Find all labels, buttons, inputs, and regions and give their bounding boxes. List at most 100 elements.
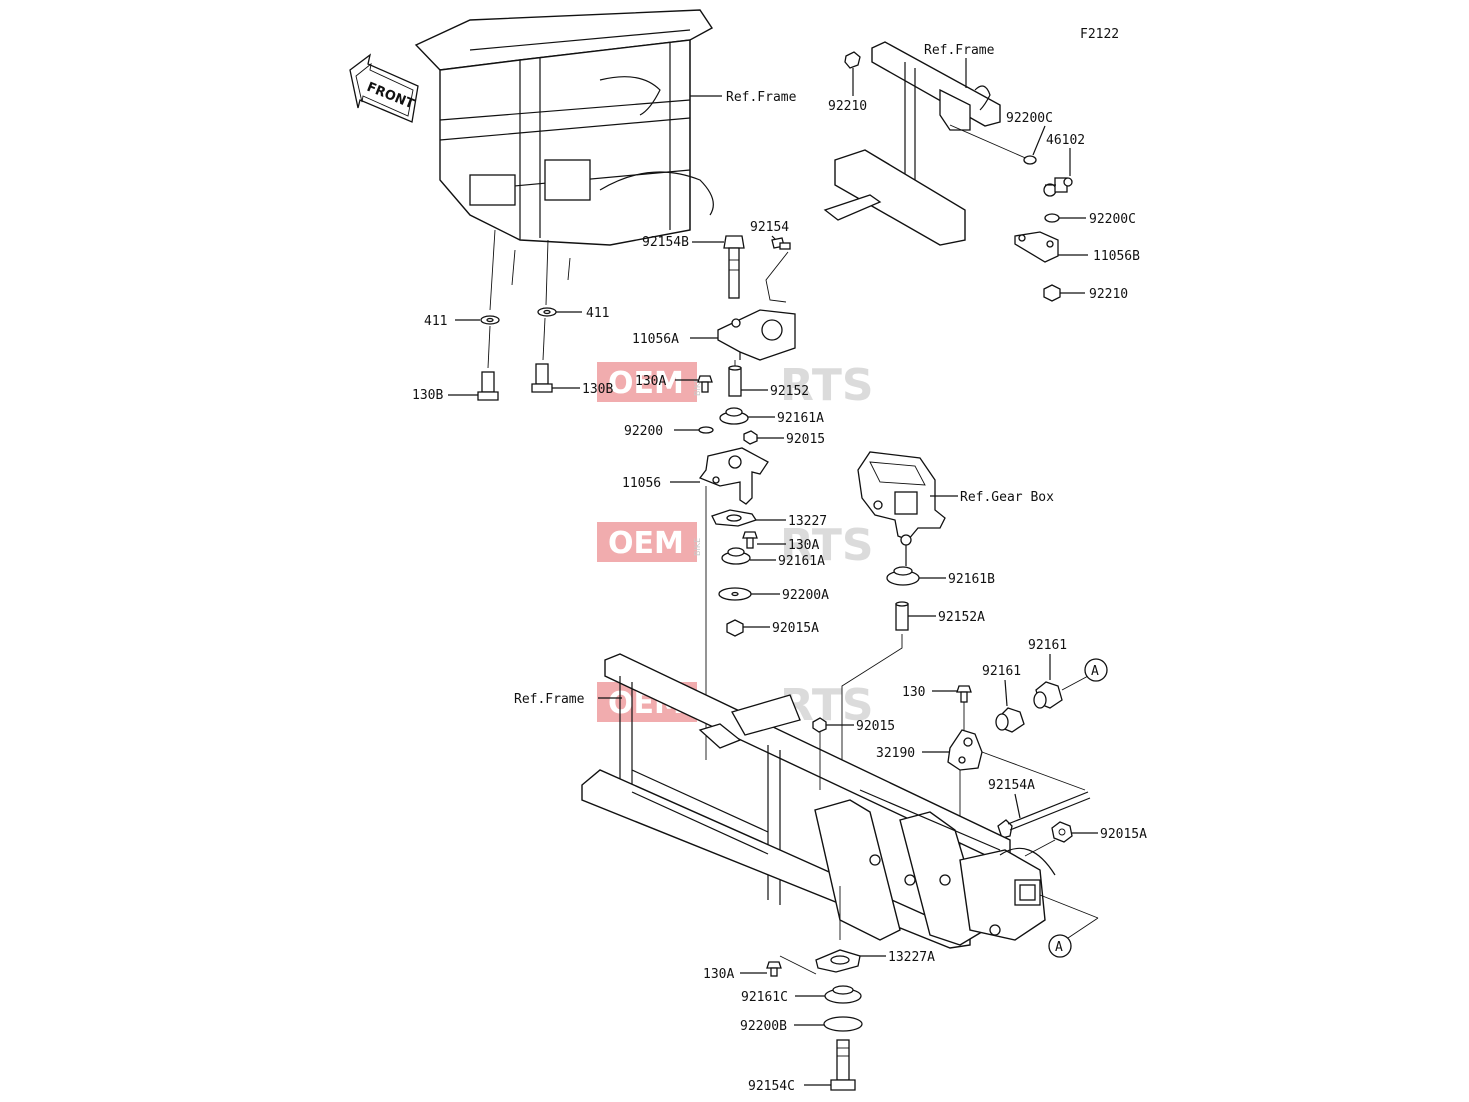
label-92154: 92154 bbox=[750, 220, 789, 235]
label-411-right: 411 bbox=[586, 306, 609, 321]
ref-frame-top-right: Ref.Frame bbox=[924, 43, 995, 58]
label-92161C: 92161C bbox=[741, 990, 788, 1005]
label-92161A-upper: 92161A bbox=[777, 411, 824, 426]
label-92200A: 92200A bbox=[782, 588, 829, 603]
bolt-130 bbox=[956, 685, 972, 703]
label-92015A-left: 92015A bbox=[772, 621, 819, 636]
label-92161-left: 92161 bbox=[982, 664, 1021, 679]
label-11056: 11056 bbox=[622, 476, 661, 491]
watermark-bike-text: BIKE bbox=[693, 378, 702, 396]
label-92161A-lower: 92161A bbox=[778, 554, 825, 569]
damper-92161-left bbox=[995, 707, 1025, 733]
label-92015A-right: 92015A bbox=[1100, 827, 1147, 842]
callout-a-lower-label: A bbox=[1055, 940, 1063, 955]
plate-13227A bbox=[815, 949, 861, 973]
washer-92200C-mid bbox=[1044, 213, 1060, 223]
label-13227: 13227 bbox=[788, 514, 827, 529]
watermark-rts-text: RTS bbox=[780, 520, 874, 571]
watermark-rts-text: RTS bbox=[780, 680, 874, 731]
nut-92015A-left bbox=[726, 619, 744, 637]
bolt-130A-lower bbox=[766, 961, 782, 977]
callout-a-upper-label: A bbox=[1091, 664, 1099, 679]
washer-92200C-top bbox=[1023, 155, 1037, 165]
washer-92200A bbox=[718, 587, 752, 601]
damper-92161A-lower bbox=[721, 547, 751, 565]
bolt-130B-right bbox=[531, 363, 553, 393]
damper-92161A-upper bbox=[719, 407, 749, 425]
label-92152A: 92152A bbox=[938, 610, 985, 625]
label-130B-right: 130B bbox=[582, 382, 613, 397]
bolt-92154 bbox=[771, 237, 791, 250]
bolt-130A-mid bbox=[742, 531, 758, 549]
nut-92015-upper bbox=[743, 430, 758, 445]
label-92161B: 92161B bbox=[948, 572, 995, 587]
label-130: 130 bbox=[902, 685, 925, 700]
label-130A-upper: 130A bbox=[635, 374, 666, 389]
collar-92152 bbox=[728, 365, 742, 397]
washer-411-left bbox=[480, 315, 500, 325]
label-92154A: 92154A bbox=[988, 778, 1035, 793]
label-13227A: 13227A bbox=[888, 950, 935, 965]
ref-frame-bottom: Ref.Frame bbox=[514, 692, 585, 707]
label-92154B: 92154B bbox=[642, 235, 689, 250]
front-direction-arrow: FRONT bbox=[349, 53, 419, 123]
callout-a-lower: A bbox=[1048, 934, 1072, 958]
nut-92210-bottom bbox=[1043, 284, 1061, 302]
bolt-130A-upper bbox=[697, 375, 713, 393]
bolt-92154B bbox=[723, 235, 745, 299]
bolt-130B-left bbox=[477, 371, 499, 401]
label-92200B: 92200B bbox=[740, 1019, 787, 1034]
label-11056A: 11056A bbox=[632, 332, 679, 347]
label-92154C: 92154C bbox=[748, 1079, 795, 1094]
bolt-92154A bbox=[997, 791, 1091, 839]
bracket-11056A bbox=[717, 309, 796, 361]
frame-top-left bbox=[414, 9, 722, 311]
label-92210-bottom: 92210 bbox=[1089, 287, 1128, 302]
label-92015-lower: 92015 bbox=[856, 719, 895, 734]
label-92161-right: 92161 bbox=[1028, 638, 1067, 653]
label-32190: 32190 bbox=[876, 746, 915, 761]
nut-92015A-right bbox=[1051, 821, 1073, 843]
watermark-oem-text: OEM bbox=[608, 366, 684, 401]
damper-92161B bbox=[886, 566, 920, 586]
frame-bottom bbox=[581, 653, 1099, 949]
bracket-11056 bbox=[698, 447, 769, 505]
watermark-upper: OEM BIKE RTS bbox=[597, 360, 874, 411]
watermark-middle: OEM BIKE RTS bbox=[597, 520, 874, 571]
collar-92152A bbox=[895, 601, 909, 631]
bolt-92154C bbox=[830, 1039, 856, 1091]
label-92152: 92152 bbox=[770, 384, 809, 399]
nut-92210-top bbox=[844, 51, 861, 69]
plate-13227 bbox=[711, 509, 758, 527]
label-411-left: 411 bbox=[424, 314, 447, 329]
label-11056B: 11056B bbox=[1093, 249, 1140, 264]
label-92015-upper: 92015 bbox=[786, 432, 825, 447]
washer-411-right bbox=[537, 307, 557, 317]
ref-gear-box: Ref.Gear Box bbox=[960, 490, 1054, 505]
figure-code: F2122 bbox=[1080, 27, 1119, 42]
label-92200: 92200 bbox=[624, 424, 663, 439]
label-92210-top: 92210 bbox=[828, 99, 867, 114]
frame-top-right bbox=[823, 41, 1031, 246]
callout-a-upper: A bbox=[1084, 658, 1108, 682]
linkage-46102 bbox=[1043, 177, 1073, 197]
label-92200C-top: 92200C bbox=[1006, 111, 1053, 126]
watermark-oem-text: OEM bbox=[608, 526, 684, 561]
gear-box-mount bbox=[857, 451, 946, 566]
label-130A-lower: 130A bbox=[703, 967, 734, 982]
watermark-rts-text: RTS bbox=[780, 360, 874, 411]
nut-92015-lower bbox=[812, 717, 827, 733]
label-92200C-mid: 92200C bbox=[1089, 212, 1136, 227]
ref-frame-top-left: Ref.Frame bbox=[726, 90, 797, 105]
watermark-bike-text: BIKE bbox=[693, 538, 702, 556]
washer-92200 bbox=[698, 426, 714, 434]
damper-92161C bbox=[824, 985, 862, 1004]
washer-92200B bbox=[823, 1016, 863, 1032]
label-46102: 46102 bbox=[1046, 133, 1085, 148]
damper-92161-right bbox=[1033, 681, 1063, 709]
label-130A-mid: 130A bbox=[788, 538, 819, 553]
bracket-11056B bbox=[1014, 231, 1059, 263]
bracket-32190 bbox=[947, 729, 983, 771]
label-130B-left: 130B bbox=[412, 388, 443, 403]
